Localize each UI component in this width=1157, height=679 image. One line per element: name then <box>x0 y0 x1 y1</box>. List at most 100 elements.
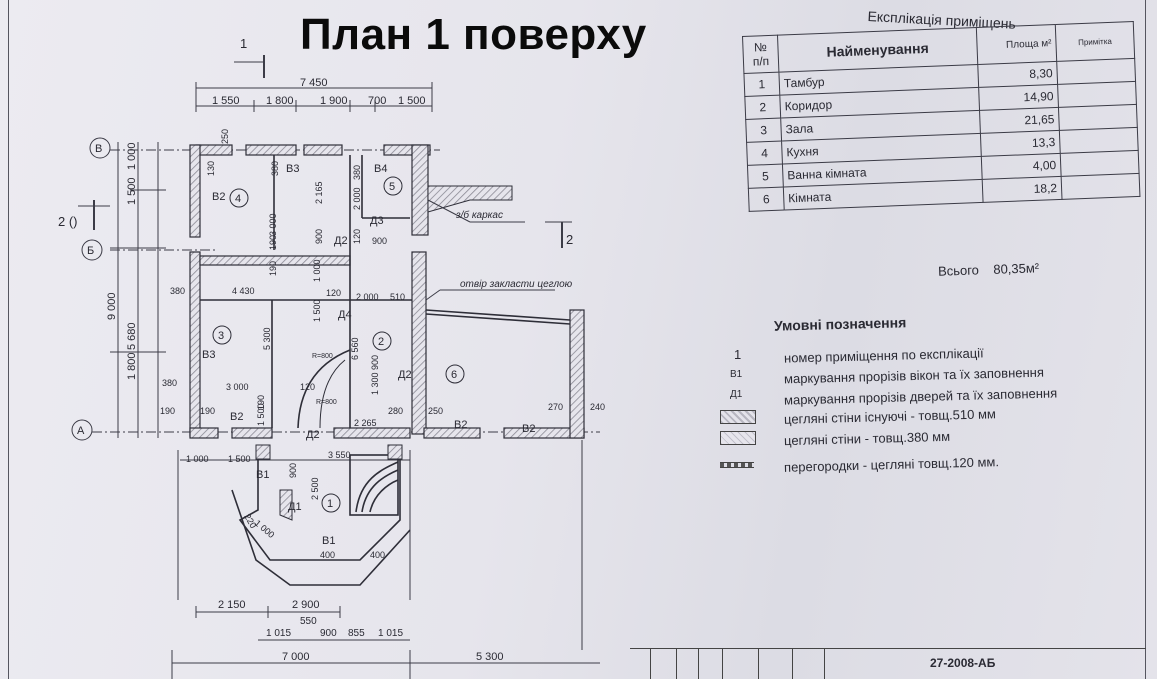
inner-dimensions: 4 430 2 000 510 3 000 5 300 6 560 1 500 … <box>160 129 605 560</box>
window-v3-b: В3 <box>202 349 215 361</box>
dim-inner: 1 300 <box>370 372 380 395</box>
dim-top-4: 700 <box>368 95 386 107</box>
row-area: 4,00 <box>981 153 1062 180</box>
dim-inner: 280 <box>388 406 403 416</box>
dim-inner: 4 430 <box>232 286 255 296</box>
row-area: 21,65 <box>979 107 1060 134</box>
window-v2-a: В2 <box>212 191 225 203</box>
title-block <box>630 648 1146 679</box>
section-mark-1: 1 <box>240 36 247 51</box>
dim-inner: 1 000 <box>253 518 277 540</box>
floor-plan: 7 450 1 550 1 800 1 900 700 1 500 1 2 2 … <box>58 36 605 679</box>
dim-top-1: 1 550 <box>212 95 240 107</box>
dim-inner: 3 000 <box>226 382 249 392</box>
dim-inner: 900 <box>288 463 298 478</box>
window-v2-b: В2 <box>230 411 243 423</box>
dim-inner: 2 500 <box>310 477 320 500</box>
room-num-5: 5 <box>389 181 395 193</box>
row-note <box>1058 104 1138 131</box>
dim-inner: 1 500 <box>312 299 322 322</box>
dim-inner: 900 <box>370 355 380 370</box>
row-note <box>1061 173 1140 200</box>
col-num: № п/п <box>742 35 779 74</box>
dim-bottom-9: 5 300 <box>476 651 504 663</box>
col-note: Примітка <box>1055 21 1135 62</box>
dim-top-2: 1 800 <box>266 95 294 107</box>
room-num-4: 4 <box>235 193 241 205</box>
dim-left-4: 1 000 <box>126 142 138 170</box>
dim-inner: 190 <box>160 406 175 416</box>
door-d2-a: Д2 <box>334 235 348 247</box>
dim-top-5: 1 500 <box>398 95 426 107</box>
explication-table: № п/п Найменування Площа м² Примітка 1 Т… <box>742 21 1140 212</box>
dim-left-5: 1 500 <box>126 177 138 205</box>
row-area: 18,2 <box>982 176 1063 203</box>
legend-swatch-brick-510 <box>720 410 756 424</box>
dim-inner: 270 <box>548 402 563 412</box>
dim-inner: 2 000 <box>356 292 379 302</box>
row-area: 14,90 <box>978 84 1059 111</box>
dim-inner: 900 <box>372 236 387 246</box>
room-num-6: 6 <box>451 369 457 381</box>
door-d2-b: Д2 <box>306 429 320 441</box>
row-num: 1 <box>743 72 780 97</box>
section-mark-2-left: 2 () <box>58 214 78 229</box>
door-d1: Д1 <box>288 501 302 513</box>
dim-inner: 1 000 <box>312 259 322 282</box>
dim-inner: 2 000 <box>352 187 362 210</box>
dim-bottom-3: 1 015 <box>266 628 291 639</box>
dim-bottom-7: 1 015 <box>378 628 403 639</box>
row-num: 3 <box>745 118 782 143</box>
door-d3: Д3 <box>370 215 384 227</box>
row-note <box>1056 58 1136 85</box>
dim-inner: 130 <box>206 161 216 176</box>
dim-inner: 2 265 <box>354 418 377 428</box>
dim-inner: R=800 <box>312 353 333 360</box>
dim-inner: 120 <box>326 288 341 298</box>
axis-v: В <box>95 143 102 155</box>
row-num: 4 <box>746 141 783 166</box>
dim-inner: 1 500 <box>256 403 266 426</box>
dim-inner: 240 <box>590 402 605 412</box>
section-mark-2: 2 <box>566 232 573 247</box>
row-note <box>1057 81 1137 108</box>
dim-inner: 380 <box>162 378 177 388</box>
dim-inner: 120 <box>300 382 315 392</box>
dim-inner: 400 <box>320 550 335 560</box>
dim-inner: 380 <box>170 286 185 296</box>
dim-top-total: 7 450 <box>300 77 328 89</box>
dim-inner: 380 <box>270 161 280 176</box>
dim-inner: 1 500 <box>228 454 251 464</box>
dim-bottom-4: 550 <box>300 616 317 627</box>
door-d2-c: Д2 <box>398 369 412 381</box>
window-v1-b: В1 <box>322 535 335 547</box>
dim-bottom-6: 855 <box>348 628 365 639</box>
dim-inner: 190 <box>268 235 278 250</box>
row-num: 6 <box>748 187 785 212</box>
dim-left-total-1: 9 000 <box>106 292 118 320</box>
legend-key-door: Д1 <box>730 389 743 400</box>
dim-left-6: 1 800 <box>126 352 138 380</box>
col-area: Площа м² <box>976 24 1057 65</box>
drawing-code: 27-2008-АБ <box>930 656 996 670</box>
dim-bottom-1: 2 150 <box>218 599 246 611</box>
dim-top-3: 1 900 <box>320 95 348 107</box>
window-v2-c: В2 <box>454 419 467 431</box>
dim-inner: 190 <box>200 406 215 416</box>
legend-key-room: 1 <box>734 347 742 362</box>
door-d4: Д4 <box>338 309 352 321</box>
room-num-3: 3 <box>218 330 224 342</box>
row-area: 8,30 <box>977 61 1058 88</box>
note-fill-opening: отвір закласти цеглою <box>460 279 573 290</box>
row-area: 13,3 <box>980 130 1061 157</box>
legend-swatch-brick-380 <box>720 431 756 445</box>
row-note <box>1059 127 1139 154</box>
dim-bottom-2: 2 900 <box>292 599 320 611</box>
room-num-1: 1 <box>327 498 333 510</box>
row-note <box>1060 150 1140 177</box>
room-num-2: 2 <box>378 336 384 348</box>
dim-bottom-5: 900 <box>320 628 337 639</box>
dim-left-total-2: 5 680 <box>126 322 138 350</box>
dim-inner: 380 <box>352 165 362 180</box>
